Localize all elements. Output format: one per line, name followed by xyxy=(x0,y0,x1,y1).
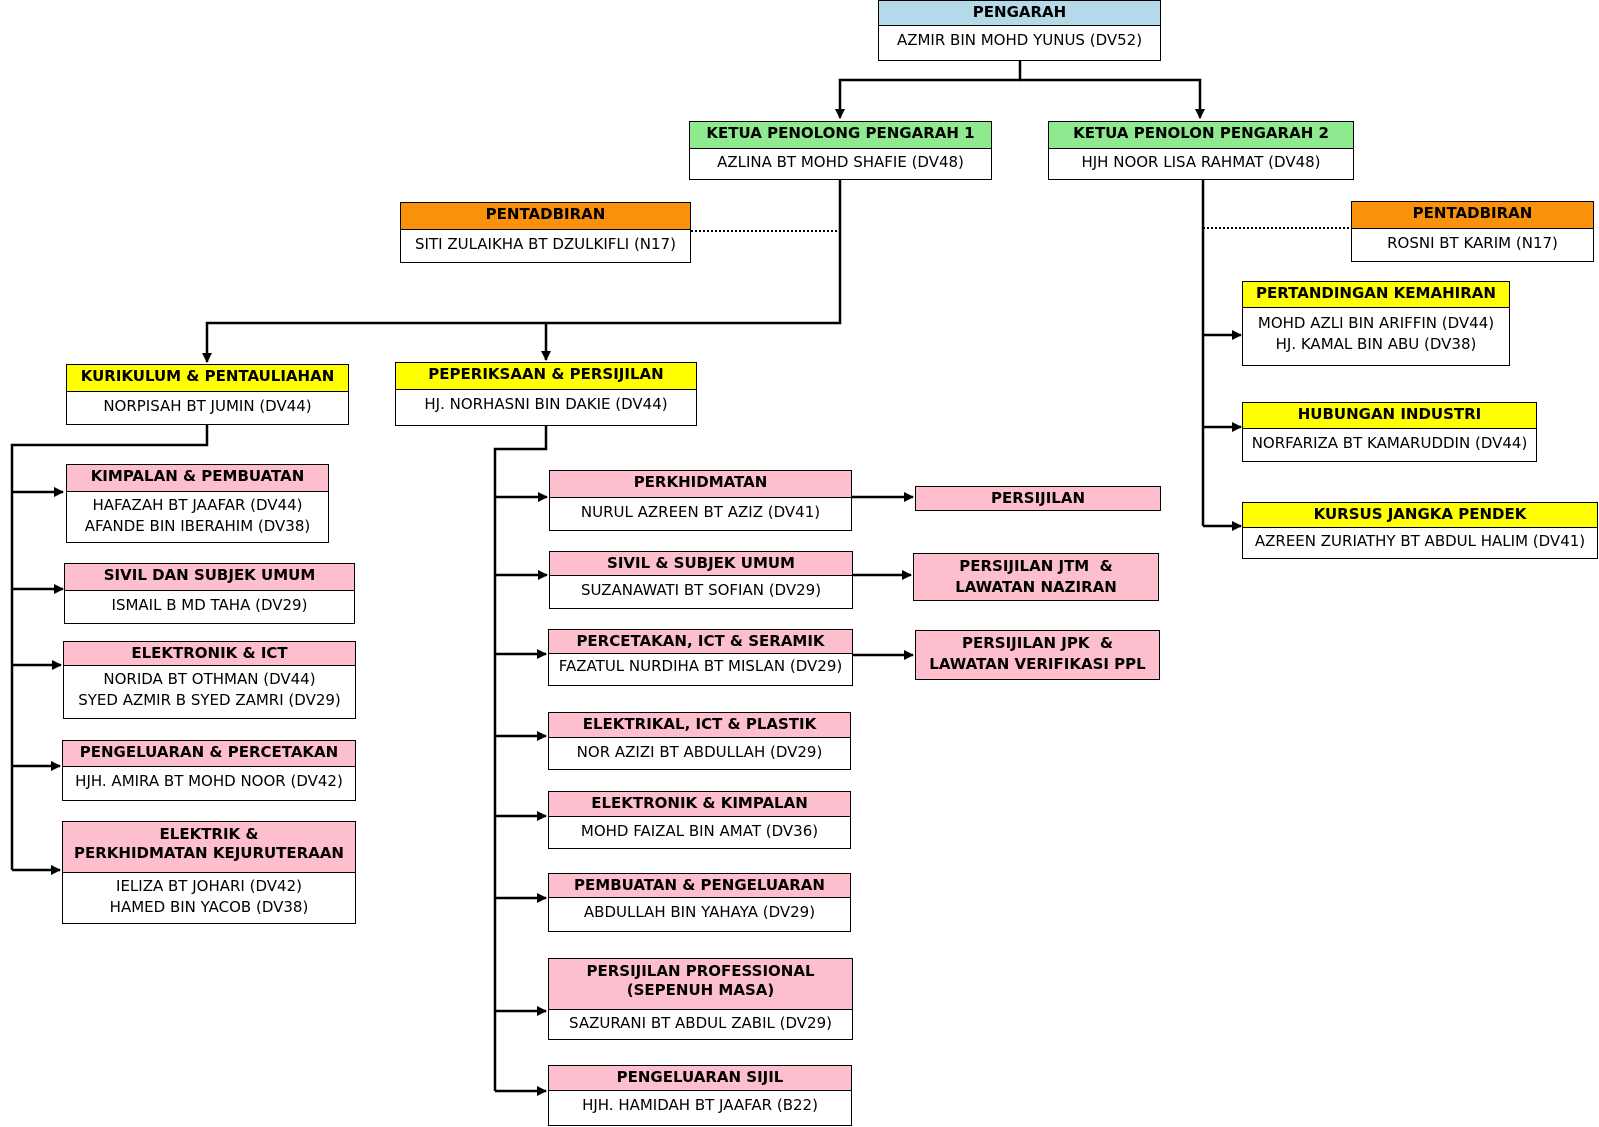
unit-pertandingan-kemahiran: PERTANDINGAN KEMAHIRAN MOHD AZLI BIN ARI… xyxy=(1242,281,1510,366)
kpp1-box: KETUA PENOLONG PENGARAH 1 AZLINA BT MOHD… xyxy=(689,121,992,180)
section-title: PERSIJILAN PROFESSIONAL xyxy=(586,962,815,980)
unit-name: MOHD AZLI BIN ARIFFIN (DV44) xyxy=(1257,314,1495,332)
section-elektrikal-ict-plastik: ELEKTRIKAL, ICT & PLASTIK NOR AZIZI BT A… xyxy=(548,712,851,770)
section-name: SAZURANI BT ABDUL ZABIL (DV29) xyxy=(569,1014,832,1032)
section-title: PERCETAKAN, ICT & SERAMIK xyxy=(549,630,852,654)
section-name: NORIDA BT OTHMAN (DV44) xyxy=(103,670,316,688)
kpp2-title: KETUA PENOLON PENGARAH 2 xyxy=(1049,122,1353,149)
section-title: (SEPENUH MASA) xyxy=(626,981,775,999)
persijilan-jpk-unit: PERSIJILAN JPK & LAWATAN VERIFIKASI PPL xyxy=(915,630,1160,680)
section-title: ELEKTRIK & xyxy=(159,825,259,843)
unit-name: AZREEN ZURIATHY BT ABDUL HALIM (DV41) xyxy=(1254,532,1586,550)
kurikulum-name: NORPISAH BT JUMIN (DV44) xyxy=(103,397,312,415)
persijilan-unit: PERSIJILAN xyxy=(915,486,1161,511)
unit-kursus-jangka-pendek: KURSUS JANGKA PENDEK AZREEN ZURIATHY BT … xyxy=(1242,502,1598,559)
section-name: HJH. AMIRA BT MOHD NOOR (DV42) xyxy=(75,772,343,790)
persijilan-title: LAWATAN NAZIRAN xyxy=(955,578,1117,596)
persijilan-title: PERSIJILAN JPK & xyxy=(961,634,1113,652)
pengarah-name: AZMIR BIN MOHD YUNUS (DV52) xyxy=(896,31,1143,49)
section-name: AFANDE BIN IBERAHIM (DV38) xyxy=(84,517,311,535)
section-title: PENGELUARAN SIJIL xyxy=(549,1066,851,1091)
pentadbiran1-title: PENTADBIRAN xyxy=(401,203,690,230)
persijilan-title: LAWATAN VERIFIKASI PPL xyxy=(929,655,1146,673)
kpp1-name: AZLINA BT MOHD SHAFIE (DV48) xyxy=(717,153,964,171)
section-persijilan-professional: PERSIJILAN PROFESSIONAL (SEPENUH MASA) S… xyxy=(548,958,853,1040)
section-name: HJH. HAMIDAH BT JAAFAR (B22) xyxy=(582,1096,818,1114)
unit-title: PERTANDINGAN KEMAHIRAN xyxy=(1243,282,1509,308)
section-elektronik-kimpalan: ELEKTRONIK & KIMPALAN MOHD FAIZAL BIN AM… xyxy=(548,791,851,849)
section-sivil-subjek-umum: SIVIL DAN SUBJEK UMUM ISMAIL B MD TAHA (… xyxy=(64,563,355,624)
section-name: NURUL AZREEN BT AZIZ (DV41) xyxy=(580,503,821,521)
section-name: ABDULLAH BIN YAHAYA (DV29) xyxy=(583,903,816,921)
unit-title: KURSUS JANGKA PENDEK xyxy=(1243,503,1597,528)
unit-hubungan-industri: HUBUNGAN INDUSTRI NORFARIZA BT KAMARUDDI… xyxy=(1242,402,1537,462)
pentadbiran1-box: PENTADBIRAN SITI ZULAIKHA BT DZULKIFLI (… xyxy=(400,202,691,263)
persijilan-title: PERSIJILAN JTM & xyxy=(959,557,1113,575)
section-percetakan-ict-seramik: PERCETAKAN, ICT & SERAMIK FAZATUL NURDIH… xyxy=(548,629,853,686)
section-title: ELEKTRIKAL, ICT & PLASTIK xyxy=(549,713,850,738)
section-sivil-subjek-umum-2: SIVIL & SUBJEK UMUM SUZANAWATI BT SOFIAN… xyxy=(549,551,853,609)
section-name: SYED AZMIR B SYED ZAMRI (DV29) xyxy=(78,691,341,709)
section-elektrik-kejuruteraan: ELEKTRIK & PERKHIDMATAN KEJURUTERAAN IEL… xyxy=(62,821,356,924)
section-title: ELEKTRONIK & KIMPALAN xyxy=(549,792,850,817)
kpp2-box: KETUA PENOLON PENGARAH 2 HJH NOOR LISA R… xyxy=(1048,121,1354,180)
peperiksaan-title: PEPERIKSAAN & PERSIJILAN xyxy=(396,363,696,390)
section-name: ISMAIL B MD TAHA (DV29) xyxy=(111,596,308,614)
kurikulum-title: KURIKULUM & PENTAULIAHAN xyxy=(67,365,348,392)
unit-title: HUBUNGAN INDUSTRI xyxy=(1243,403,1536,429)
section-perkhidmatan: PERKHIDMATAN NURUL AZREEN BT AZIZ (DV41) xyxy=(549,470,852,531)
kpp2-name: HJH NOOR LISA RAHMAT (DV48) xyxy=(1081,153,1321,171)
peperiksaan-box: PEPERIKSAAN & PERSIJILAN HJ. NORHASNI BI… xyxy=(395,362,697,426)
section-pengeluaran-percetakan: PENGELUARAN & PERCETAKAN HJH. AMIRA BT M… xyxy=(62,740,356,801)
pentadbiran1-name: SITI ZULAIKHA BT DZULKIFLI (N17) xyxy=(415,235,676,253)
kurikulum-box: KURIKULUM & PENTAULIAHAN NORPISAH BT JUM… xyxy=(66,364,349,425)
section-kimpalan-pembuatan: KIMPALAN & PEMBUATAN HAFAZAH BT JAAFAR (… xyxy=(66,464,329,543)
section-pembuatan-pengeluaran: PEMBUATAN & PENGELUARAN ABDULLAH BIN YAH… xyxy=(548,873,851,932)
pengarah-title: PENGARAH xyxy=(879,1,1160,26)
section-title: ELEKTRONIK & ICT xyxy=(64,642,355,666)
persijilan-jtm-unit: PERSIJILAN JTM & LAWATAN NAZIRAN xyxy=(913,553,1159,601)
section-elektronik-ict: ELEKTRONIK & ICT NORIDA BT OTHMAN (DV44)… xyxy=(63,641,356,719)
pentadbiran2-name: ROSNI BT KARIM (N17) xyxy=(1387,234,1558,252)
section-name: MOHD FAIZAL BIN AMAT (DV36) xyxy=(580,822,819,840)
section-name: HAMED BIN YACOB (DV38) xyxy=(109,898,309,916)
section-name: SUZANAWATI BT SOFIAN (DV29) xyxy=(580,581,822,599)
section-title: PENGELUARAN & PERCETAKAN xyxy=(63,741,355,767)
section-title: PEMBUATAN & PENGELUARAN xyxy=(549,874,850,898)
section-title: PERKHIDMATAN KEJURUTERAAN xyxy=(74,844,344,862)
pentadbiran2-title: PENTADBIRAN xyxy=(1352,202,1593,229)
section-title: PERKHIDMATAN xyxy=(550,471,851,498)
section-name: IELIZA BT JOHARI (DV42) xyxy=(116,877,302,895)
unit-name: HJ. KAMAL BIN ABU (DV38) xyxy=(1275,335,1477,353)
section-name: NOR AZIZI BT ABDULLAH (DV29) xyxy=(576,743,823,761)
pentadbiran2-box: PENTADBIRAN ROSNI BT KARIM (N17) xyxy=(1351,201,1594,262)
section-name: HAFAZAH BT JAAFAR (DV44) xyxy=(92,496,303,514)
persijilan-title: PERSIJILAN xyxy=(990,489,1086,507)
peperiksaan-name: HJ. NORHASNI BIN DAKIE (DV44) xyxy=(424,395,668,413)
section-title: SIVIL DAN SUBJEK UMUM xyxy=(65,564,354,591)
section-name: FAZATUL NURDIHA BT MISLAN (DV29) xyxy=(558,657,843,675)
pengarah-box: PENGARAH AZMIR BIN MOHD YUNUS (DV52) xyxy=(878,0,1161,61)
section-pengeluaran-sijil: PENGELUARAN SIJIL HJH. HAMIDAH BT JAAFAR… xyxy=(548,1065,852,1126)
kpp1-title: KETUA PENOLONG PENGARAH 1 xyxy=(690,122,991,149)
unit-name: NORFARIZA BT KAMARUDDIN (DV44) xyxy=(1251,434,1528,452)
section-title: SIVIL & SUBJEK UMUM xyxy=(550,552,852,576)
section-title: KIMPALAN & PEMBUATAN xyxy=(67,465,328,492)
